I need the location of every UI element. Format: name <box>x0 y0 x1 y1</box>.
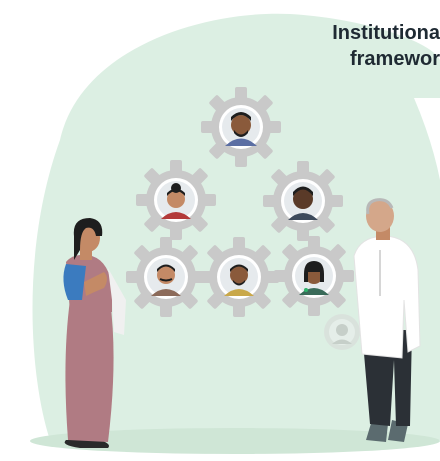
gear-middle-left <box>136 160 216 240</box>
heading-line-2: framewor <box>349 48 440 70</box>
person-avatar-icon <box>224 264 254 296</box>
woman-figure <box>63 218 126 448</box>
person-avatar-icon <box>288 186 318 220</box>
person-avatar-icon <box>161 183 191 219</box>
person-avatar-icon <box>299 261 329 295</box>
page-heading: Institutiona framewor <box>222 20 440 72</box>
gear-bottom-right <box>274 236 354 316</box>
person-avatar-icon <box>151 264 181 296</box>
faded-avatar <box>324 314 360 350</box>
person-avatar-icon <box>225 112 257 146</box>
gear-bottom-left <box>126 237 206 317</box>
man-figure <box>353 198 421 442</box>
gear-middle-right <box>263 161 343 241</box>
gear-bottom-middle <box>199 237 279 317</box>
ground-shadow <box>30 428 440 454</box>
gear-top <box>201 87 281 167</box>
heading-line-1: Institutiona <box>332 22 440 44</box>
edge-sticker <box>414 98 440 180</box>
